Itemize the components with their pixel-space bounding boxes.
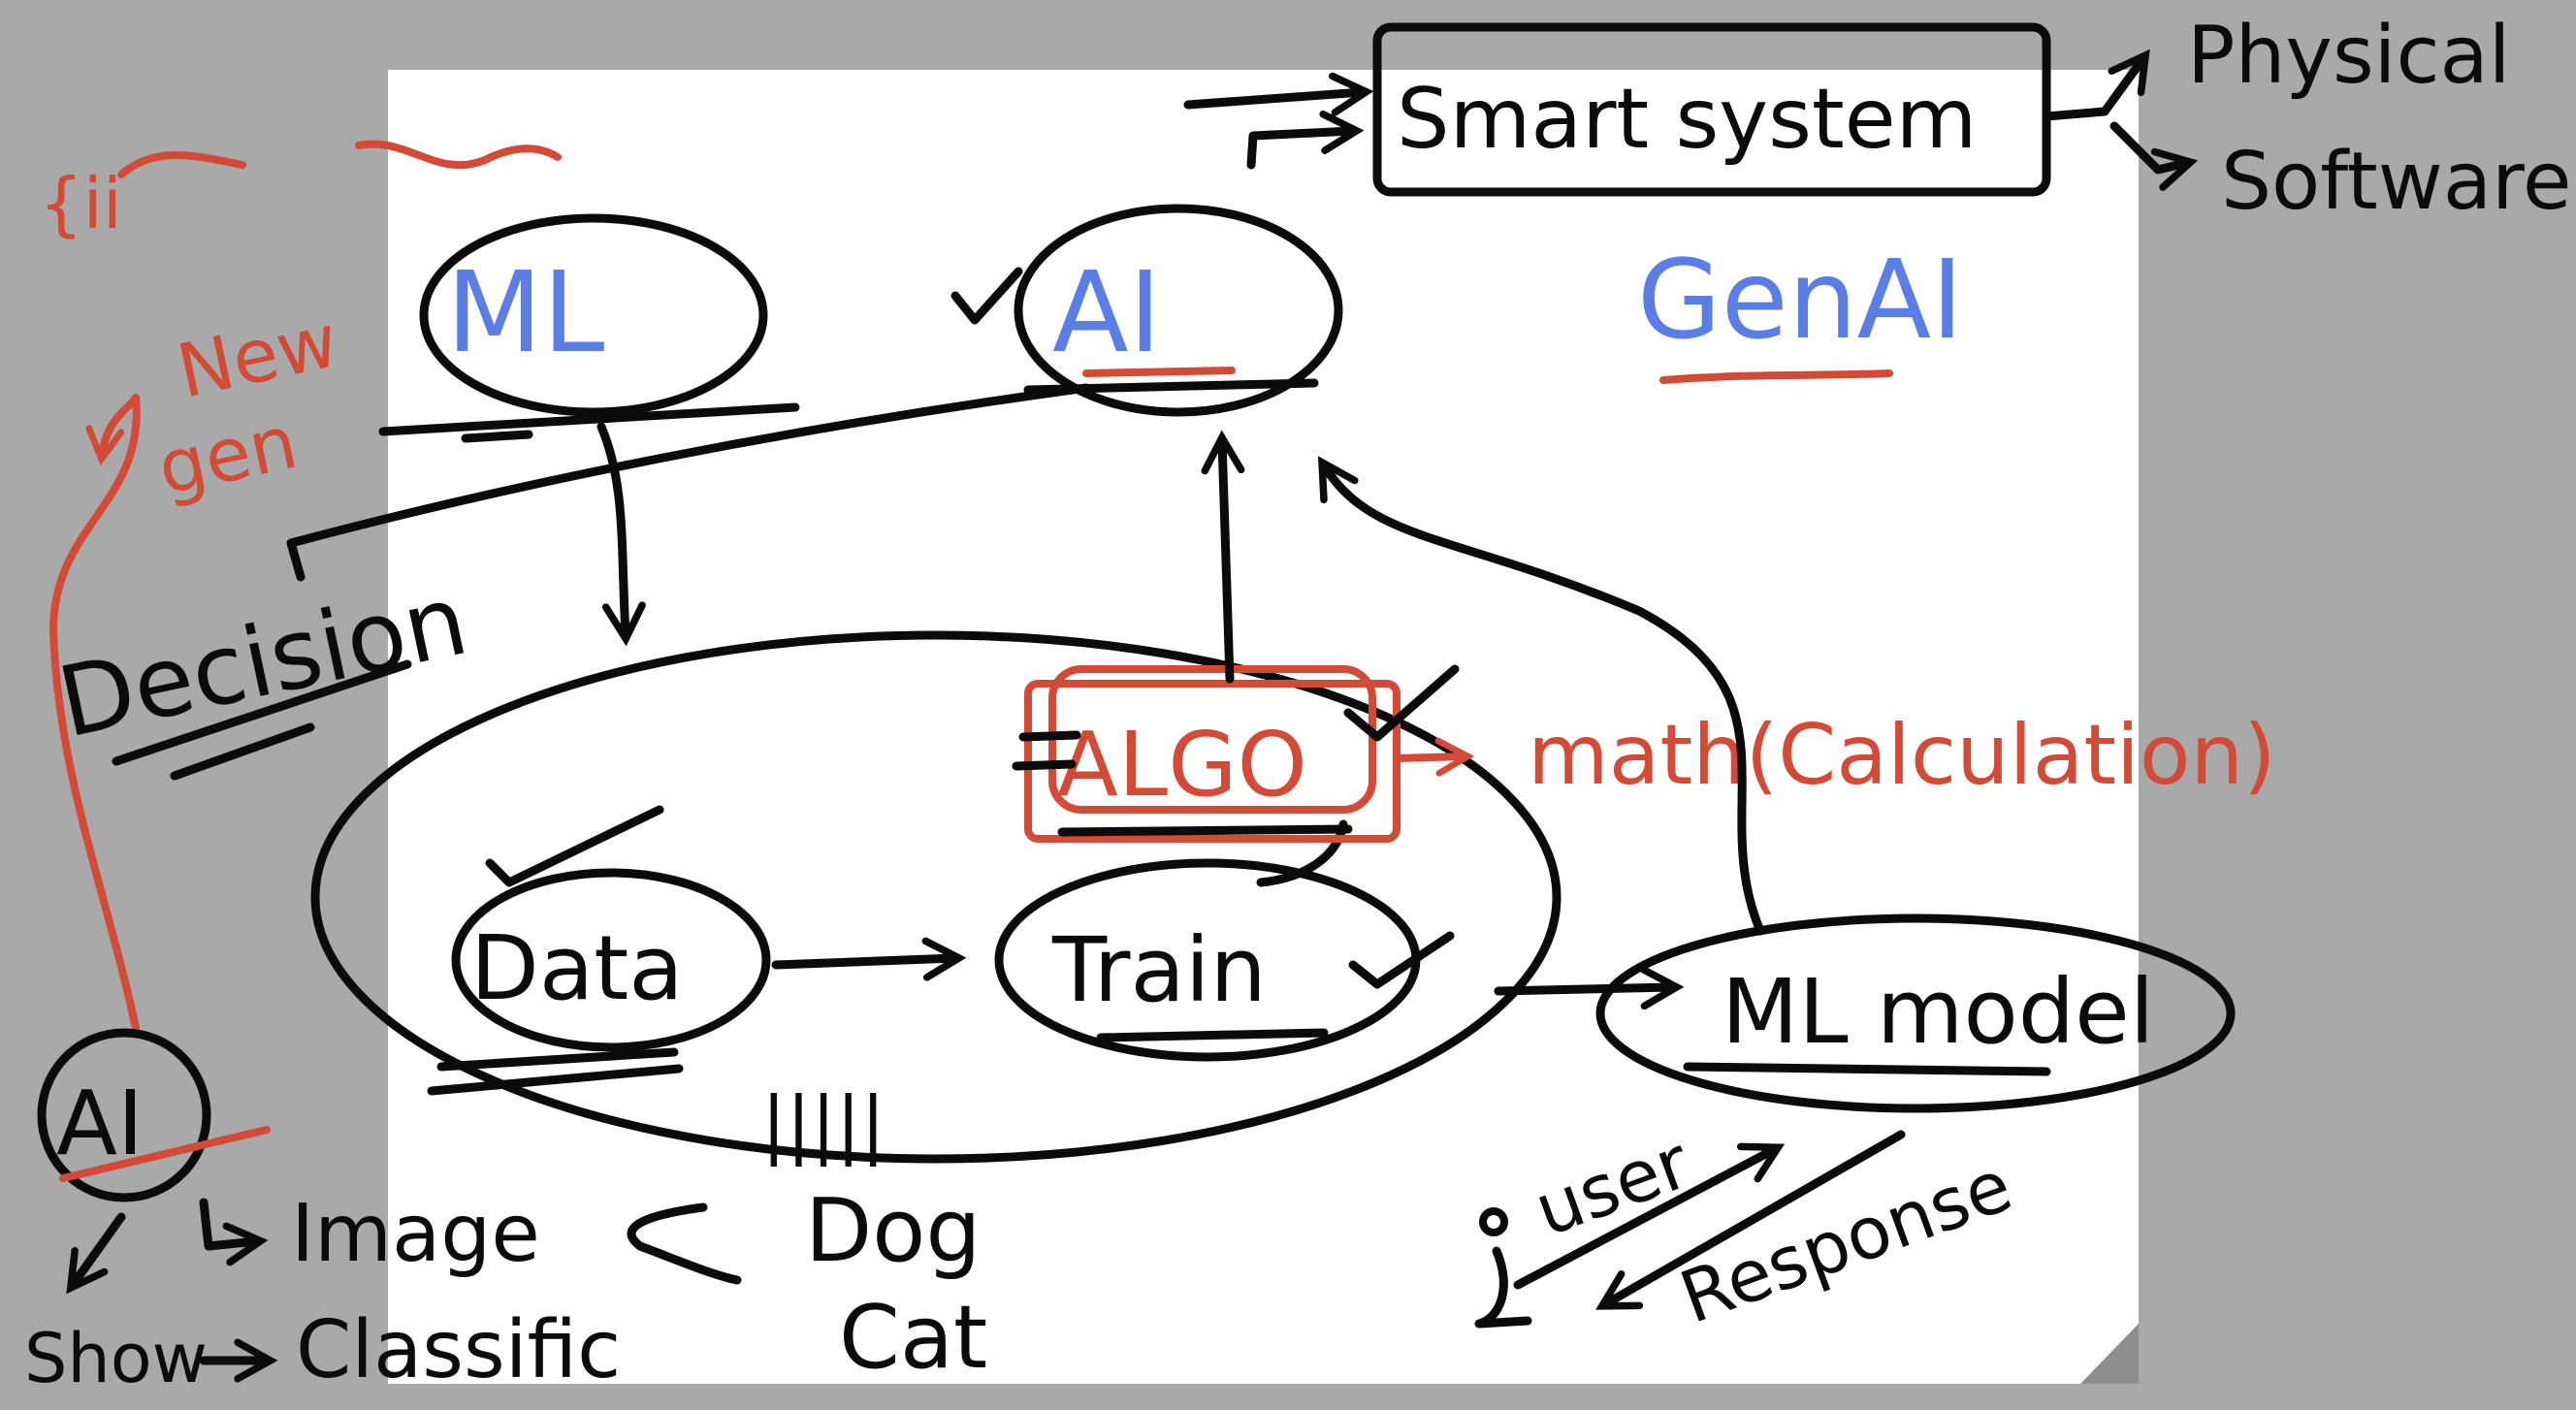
train-check (1348, 931, 1455, 989)
physical-label: Physical (2187, 10, 2511, 102)
dogcat-bracket (627, 1202, 742, 1285)
decision-connector (286, 383, 1091, 582)
smart-system-label: Smart system (1397, 71, 1977, 168)
ai-top-red-underline (1082, 367, 1236, 377)
algo-label: ALGO (1057, 713, 1307, 817)
image-label: Image (291, 1188, 540, 1280)
genai-underline (1659, 369, 1893, 384)
ai-to-show-arrow (73, 1212, 126, 1285)
to-physical-arrow (2042, 58, 2143, 121)
ml-to-dataset-arrow (596, 422, 626, 635)
red-scribble-mark: {ii (39, 163, 122, 244)
data-ellipse (451, 868, 771, 1052)
smart-system-input-arrow-2 (1246, 131, 1353, 170)
data-label: Data (470, 916, 684, 1020)
new-gen-label-1: New (170, 297, 345, 415)
algo-equal-1 (1018, 730, 1081, 742)
ai-top-label: AI (1052, 248, 1162, 378)
train-to-ml-model-arrow (1494, 987, 1673, 991)
decision-underline-1 (112, 659, 412, 766)
red-scribble-wave-1 (117, 151, 246, 178)
algo-equal-2 (1012, 759, 1077, 771)
software-label: Software (2221, 136, 2571, 228)
math-calculation-label: math(Calculation) (1528, 707, 2276, 804)
data-to-train-arrow (771, 958, 955, 965)
smart-system-box (1372, 22, 2051, 197)
algo-check (1343, 664, 1460, 742)
ml-model-ellipse (1595, 913, 2236, 1113)
algo-underline (1057, 824, 1353, 837)
data-underline-1 (436, 1047, 679, 1072)
genai-label: GenAI (1637, 238, 1963, 364)
cat-label: Cat (839, 1287, 987, 1389)
page-corner-fold (2080, 1324, 2139, 1384)
response-arrow (1605, 1130, 1906, 1304)
tally-marks: ||||| (761, 1080, 886, 1168)
ml-label: ML (446, 248, 604, 378)
data-underline-2 (427, 1064, 684, 1096)
ai-small-circle (37, 1028, 211, 1202)
ai-small-red-underline (59, 1126, 271, 1182)
ml-underline-tick (461, 430, 533, 443)
ai-to-newgen-red-arrow (49, 394, 141, 1032)
user-to-model-arrow (1513, 1149, 1775, 1290)
to-software-arrow (2109, 121, 2187, 170)
algo-to-math-arrow (1393, 756, 1465, 758)
classific-label: Classific (296, 1304, 621, 1396)
train-underline (1096, 1028, 1329, 1042)
dog-label: Dog (805, 1180, 982, 1282)
user-body (1474, 1246, 1532, 1329)
train-label: Train (1051, 918, 1267, 1022)
ml-model-underline (1683, 1062, 2051, 1076)
user-head (1479, 1207, 1508, 1236)
ai-small-label: AI (56, 1072, 144, 1175)
ml-model-to-ai-arrow (1324, 465, 1765, 936)
ai-to-image-arrow (199, 1198, 257, 1246)
ml-ellipse (419, 213, 768, 417)
red-scribble-wave-2 (355, 140, 562, 170)
ai-top-check (950, 267, 1023, 325)
decision-underline-2 (170, 722, 315, 781)
algo-to-ai-arrow (1222, 441, 1230, 684)
new-gen-label-2: gen (150, 399, 305, 512)
ml-model-label: ML model (1722, 960, 2154, 1064)
ai-top-ellipse (1014, 204, 1343, 417)
data-check (485, 805, 664, 887)
smart-system-input-arrow-1 (1183, 92, 1363, 105)
show-label: Show (24, 1319, 208, 1398)
dataset-ellipse (310, 630, 1562, 1164)
ml-underline (378, 402, 800, 436)
